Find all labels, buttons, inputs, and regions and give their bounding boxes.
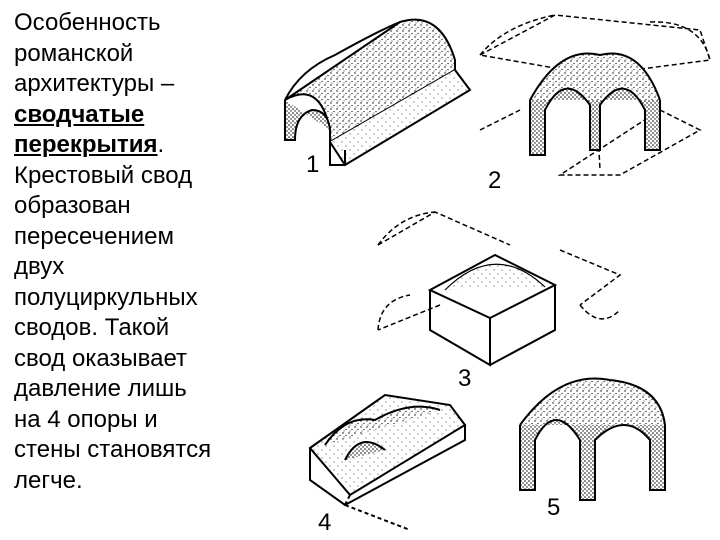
body-line: сводов. Такой (14, 314, 170, 341)
figure-label: 1 (306, 151, 319, 178)
body-line: пересечением (14, 222, 174, 250)
emphasis-line: сводчатые (14, 100, 145, 128)
figure-label: 2 (488, 167, 501, 194)
body-line: легче. (14, 466, 83, 494)
figure-label: 3 (458, 365, 471, 392)
body-line: свод оказывает (14, 344, 188, 372)
vault-types-illustration: 1 2 3 4 5 (284, 14, 711, 536)
figure-label: 5 (547, 494, 560, 521)
intro-line: Особенность (14, 9, 161, 36)
emphasis-period: . (157, 131, 165, 158)
body-line: на 4 опоры и (14, 405, 158, 433)
cross-vault-arches-icon (477, 14, 711, 176)
intro-line: романской (14, 39, 134, 67)
body-line: двух (14, 253, 65, 280)
body-line: Крестовый свод (14, 161, 193, 189)
body-line: полуциркульных (14, 283, 198, 311)
dome-arches-icon (519, 377, 666, 501)
intro-line: архитектуры – (14, 70, 175, 97)
barrel-vault-icon (284, 18, 472, 167)
figure-label: 4 (318, 509, 331, 536)
cross-vault-cube-icon (377, 211, 622, 367)
body-line: образован (14, 192, 131, 219)
text-block: Особенность романской архитектуры – свод… (14, 8, 254, 496)
emphasis-line: перекрытия (14, 131, 158, 158)
body-line: стены становятся (14, 436, 212, 463)
barrel-vault-block-icon (308, 393, 467, 531)
emphasis-line-wrap: перекрытия. (14, 130, 254, 161)
body-line: давление лишь (14, 375, 187, 402)
